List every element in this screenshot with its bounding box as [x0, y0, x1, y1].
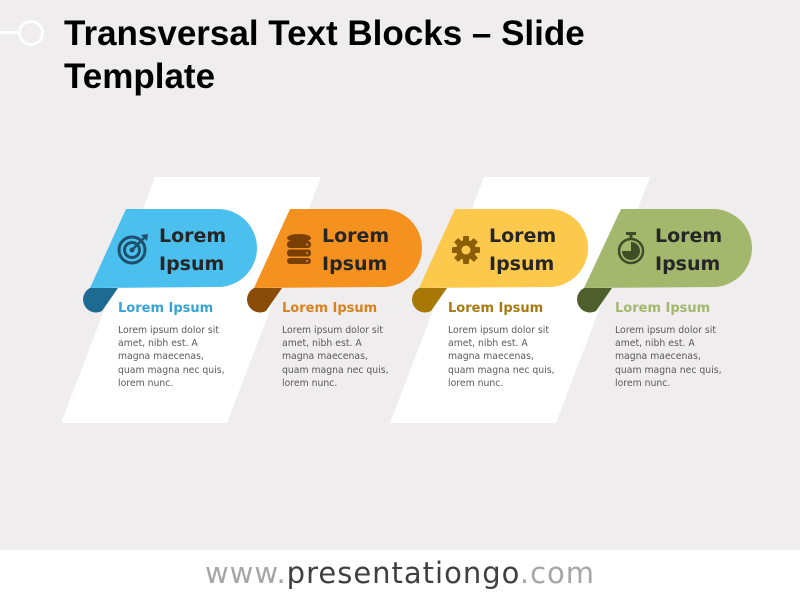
slide-title: Transversal Text Blocks – Slide Template — [64, 12, 764, 98]
banner-3-fold — [412, 288, 447, 313]
url-suffix: .com — [519, 556, 596, 590]
block-1-subtitle: Lorem Ipsum — [118, 301, 214, 316]
diagram-shapes — [61, 177, 752, 423]
block-1-body: Lorem ipsum dolor sit amet, nibh est. A … — [118, 325, 225, 389]
block-2-subtitle: Lorem Ipsum — [282, 301, 378, 316]
banner-2-fold — [247, 288, 282, 313]
block-1-heading: Lorem Ipsum — [159, 225, 227, 275]
banner-2 — [254, 209, 422, 288]
block-2-heading: Lorem Ipsum — [322, 225, 390, 275]
panel-1-background — [61, 177, 321, 423]
block-4-body: Lorem ipsum dolor sit amet, nibh est. A … — [615, 325, 722, 389]
footer: www.presentationgo.com — [0, 550, 800, 600]
banner-4-fold — [577, 288, 612, 313]
footer-website-link[interactable]: www.presentationgo.com — [0, 556, 800, 590]
title-decoration-line — [0, 31, 20, 34]
slide-title-line-2: Template — [64, 57, 216, 96]
block-4-heading: Lorem Ipsum — [655, 225, 723, 275]
slide-title-line-1: Transversal Text Blocks – Slide — [64, 14, 585, 53]
banner-1-fold — [83, 288, 118, 313]
block-3-body: Lorem ipsum dolor sit amet, nibh est. A … — [448, 325, 555, 389]
block-4-subtitle: Lorem Ipsum — [615, 301, 711, 316]
target-icon — [117, 234, 148, 265]
url-brand: presentationgo — [286, 556, 520, 590]
block-3-heading: Lorem Ipsum — [489, 225, 557, 275]
url-prefix: www. — [204, 556, 287, 590]
block-3-subtitle: Lorem Ipsum — [448, 301, 544, 316]
slide: Transversal Text Blocks – Slide Template — [0, 12, 764, 423]
title-decoration-ring-icon — [18, 20, 44, 46]
banner-4 — [584, 209, 752, 288]
block-2-body: Lorem ipsum dolor sit amet, nibh est. A … — [282, 325, 389, 389]
gear-icon — [452, 236, 480, 264]
stopwatch-icon — [617, 232, 645, 265]
banner-3 — [419, 209, 588, 288]
database-icon — [287, 234, 311, 264]
banner-1 — [90, 209, 257, 288]
